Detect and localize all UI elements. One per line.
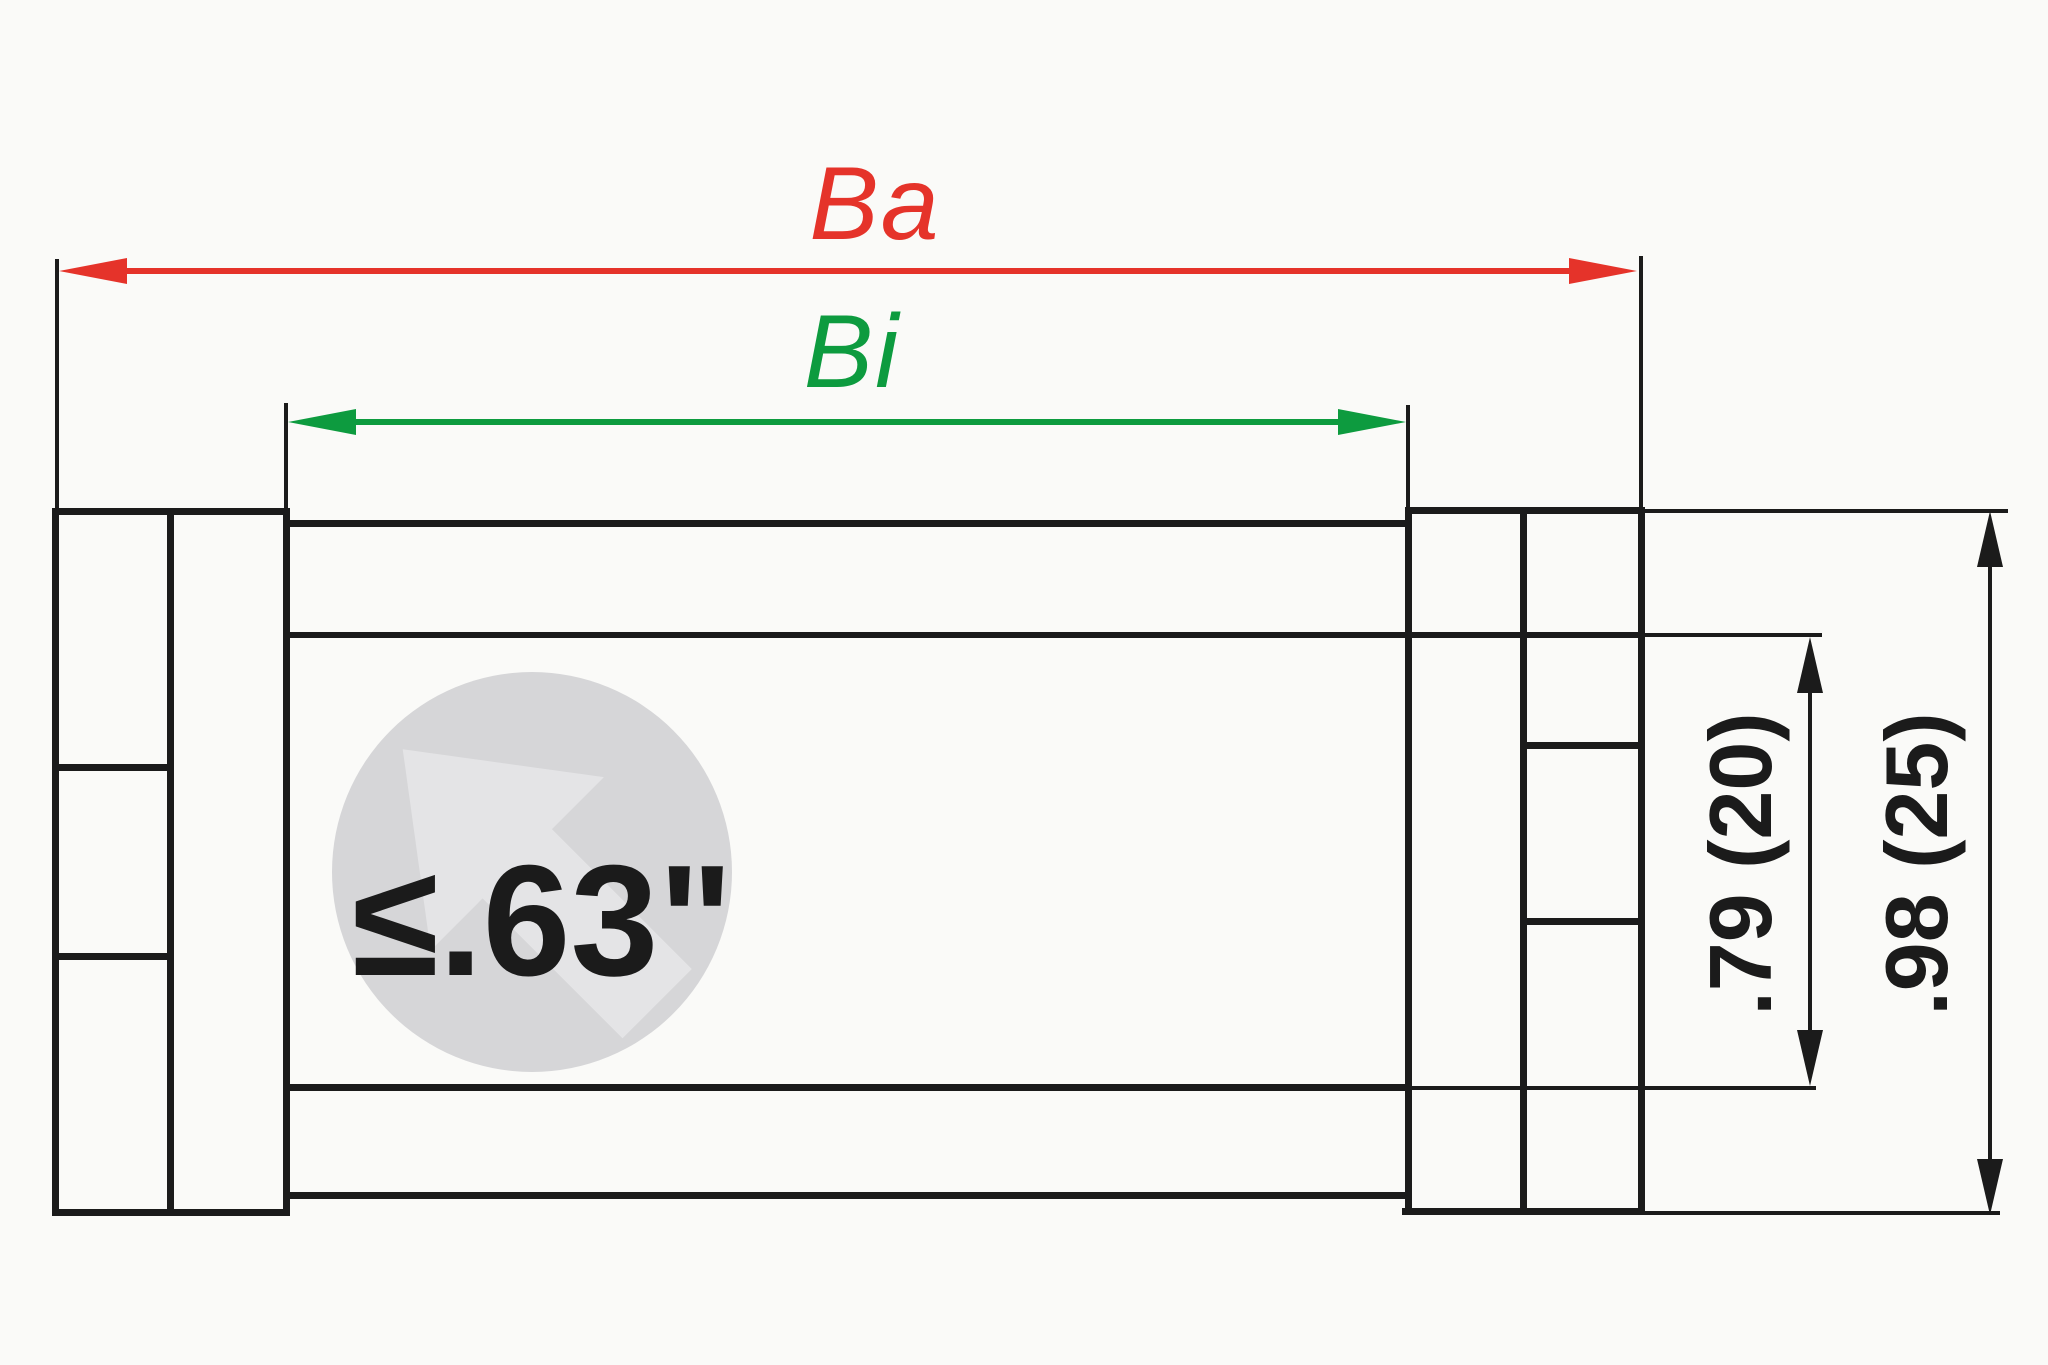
bi-extension-line-right — [1406, 405, 1410, 511]
bi-arrowhead-right — [1338, 409, 1406, 435]
right-sideband-joint-line-upper — [1520, 742, 1645, 749]
inner-height-arrowhead-top — [1797, 637, 1823, 693]
ba-arrowhead-left — [59, 258, 127, 284]
bi-dimension-label: Bi — [803, 294, 901, 410]
outer-height-dimension-line — [1988, 560, 1992, 1160]
left-sideband-divider — [167, 508, 174, 1216]
ba-arrowhead-right — [1569, 258, 1637, 284]
inner-height-dimension-label: .79 (20) — [1691, 712, 1790, 1016]
crossbar-bottom-edge — [283, 632, 1645, 638]
ba-extension-line-left — [55, 259, 59, 511]
inner-height-dimension-line — [1808, 686, 1812, 1034]
cavity-bottom-edge — [283, 1084, 1412, 1091]
bi-arrowhead-left — [288, 409, 356, 435]
outer-height-extension-bottom — [1645, 1211, 2000, 1215]
crossbar-top-edge — [283, 520, 1412, 527]
cable-diameter-watermark-circle — [332, 672, 732, 1072]
outer-height-arrowhead-bottom — [1977, 1159, 2003, 1215]
ba-extension-line-right — [1639, 256, 1643, 509]
ba-dimension-line — [118, 268, 1580, 274]
right-outer-sideband-edge — [1638, 507, 1645, 1215]
inner-height-extension-top — [1645, 633, 1822, 637]
left-inner-sideband-edge — [283, 508, 290, 1216]
right-sideband-divider — [1520, 507, 1527, 1215]
outer-height-dimension-label: .98 (25) — [1867, 712, 1966, 1016]
bi-extension-line-left — [284, 403, 288, 513]
left-sideband-top-edge — [52, 508, 290, 515]
inner-height-extension-bottom — [1412, 1086, 1816, 1090]
left-sideband-joint-line-upper — [52, 764, 174, 771]
inner-height-arrowhead-bottom — [1797, 1030, 1823, 1086]
bi-dimension-line — [345, 419, 1348, 425]
body-bottom-edge — [283, 1192, 1412, 1199]
right-sideband-top-edge — [1405, 507, 1645, 514]
left-outer-sideband-edge — [52, 508, 59, 1216]
outer-height-arrowhead-top — [1977, 511, 2003, 567]
right-inner-sideband-edge — [1405, 507, 1412, 1215]
right-sideband-bottom-edge — [1402, 1208, 1645, 1215]
ba-dimension-label: Ba — [809, 146, 941, 262]
max-cable-diameter-label: ≤.63" — [352, 833, 734, 1009]
right-sideband-joint-line-lower — [1520, 918, 1645, 925]
left-sideband-joint-line-lower — [52, 953, 174, 960]
left-sideband-bottom-edge — [52, 1209, 290, 1216]
outer-height-extension-top — [1645, 509, 2008, 513]
